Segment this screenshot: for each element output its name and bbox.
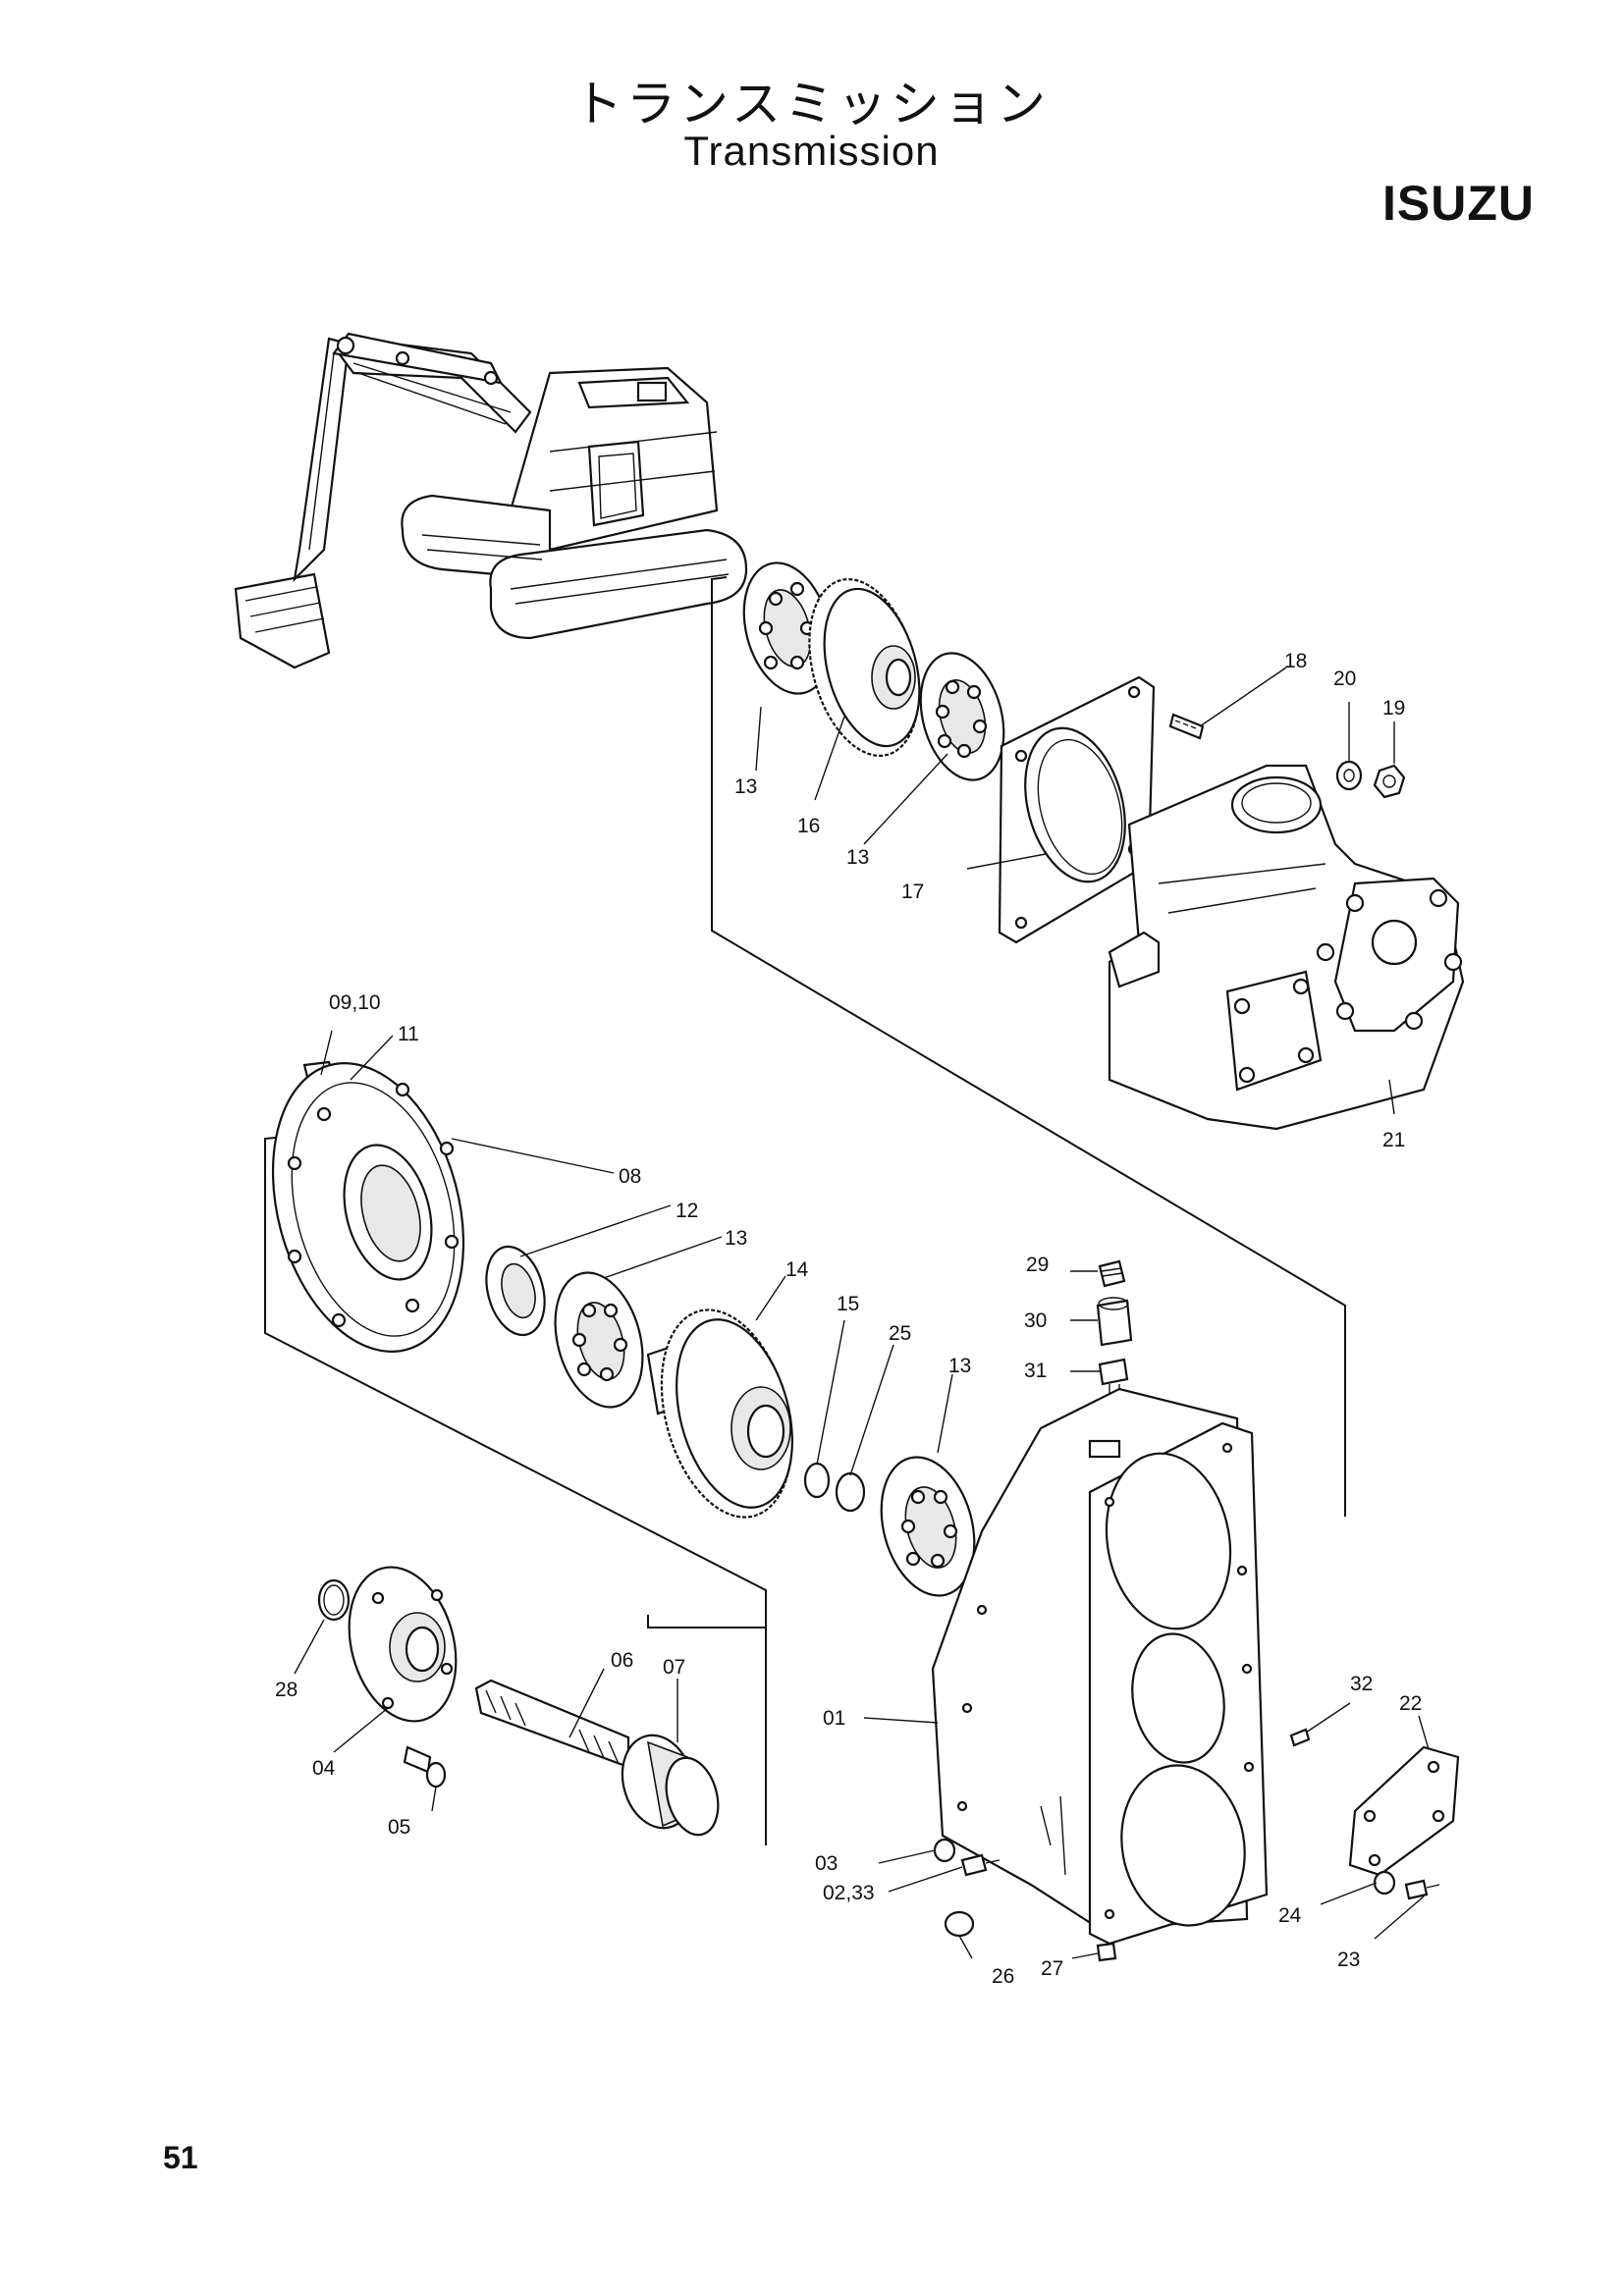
callout-25: 25 — [889, 1322, 911, 1345]
housing-group — [931, 1259, 1460, 1962]
brand-label: ISUZU — [1382, 176, 1535, 231]
callout-20: 20 — [1333, 667, 1356, 690]
callout-18: 18 — [1284, 650, 1307, 672]
excavator-illustration — [234, 332, 748, 669]
output-shaft-group — [317, 1566, 767, 1845]
callout-17: 17 — [901, 881, 924, 903]
callout-13-right: 13 — [948, 1355, 971, 1377]
callout-24: 24 — [1278, 1904, 1302, 1927]
callout-28: 28 — [275, 1679, 298, 1701]
callout-30: 30 — [1024, 1309, 1047, 1332]
callout-02-33: 02,33 — [823, 1882, 875, 1904]
callout-26: 26 — [992, 1965, 1014, 1988]
callout-31: 31 — [1024, 1360, 1047, 1382]
page-title-japanese: トランスミッション — [573, 76, 1050, 133]
callout-01: 01 — [823, 1707, 845, 1730]
callout-23: 23 — [1337, 1949, 1360, 1971]
callout-04: 04 — [312, 1757, 336, 1780]
callout-07: 07 — [663, 1656, 685, 1679]
callout-27: 27 — [1041, 1957, 1063, 1980]
callout-19: 19 — [1382, 697, 1405, 720]
callout-06: 06 — [611, 1649, 633, 1672]
callout-16: 16 — [797, 815, 820, 837]
callout-15: 15 — [837, 1293, 859, 1315]
middle-gear-group — [264, 1060, 976, 1799]
callout-22: 22 — [1399, 1692, 1422, 1715]
callout-29: 29 — [1026, 1254, 1049, 1276]
callout-08: 08 — [619, 1165, 641, 1188]
page-title-english: Transmission — [683, 128, 940, 174]
page-number: 51 — [163, 2140, 198, 2175]
callout-21: 21 — [1382, 1129, 1405, 1151]
upper-transmission-group — [711, 561, 1465, 1517]
leader-lines — [294, 667, 1430, 1959]
callout-32: 32 — [1350, 1673, 1373, 1695]
callout-09-10: 09,10 — [329, 991, 381, 1014]
callout-13-top-left: 13 — [734, 775, 757, 798]
callout-13-top-right: 13 — [846, 846, 869, 869]
callout-03: 03 — [815, 1852, 838, 1875]
callout-05: 05 — [388, 1816, 410, 1839]
callout-11: 11 — [398, 1023, 419, 1045]
callout-14: 14 — [785, 1258, 809, 1281]
callout-12: 12 — [676, 1200, 698, 1222]
callout-13-middle: 13 — [725, 1227, 747, 1250]
callout-labels: 13 16 13 17 18 20 19 21 09,10 11 08 12 1… — [275, 650, 1422, 1988]
